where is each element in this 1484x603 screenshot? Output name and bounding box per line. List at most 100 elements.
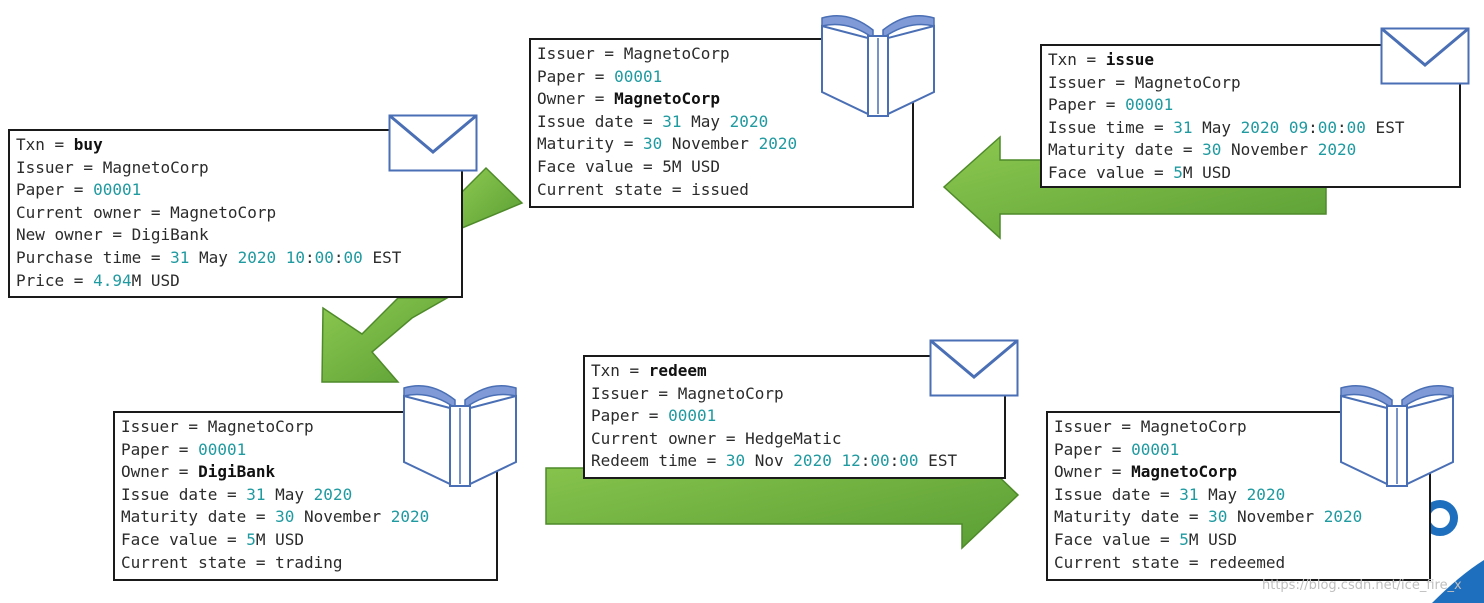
label-text: Issue time = xyxy=(1048,117,1174,137)
numeric-value: 5 xyxy=(1179,529,1189,549)
numeric-value: 2020 xyxy=(729,111,769,131)
label-text: EST xyxy=(918,451,958,471)
label-text: Issue date = xyxy=(537,111,663,131)
card-line: Issuer = MagnetoCorp xyxy=(591,383,998,406)
card-line: Paper = 00001 xyxy=(1048,94,1453,117)
numeric-value: 2020 xyxy=(758,134,798,154)
numeric-value: 2020 09 xyxy=(1240,117,1309,137)
card-line: Paper = 00001 xyxy=(1054,439,1423,462)
card-line: Maturity = 30 November 2020 xyxy=(537,133,906,156)
label-text: Issuer = MagnetoCorp xyxy=(16,157,209,177)
arrow-buy-out xyxy=(321,297,450,383)
label-text: Paper = xyxy=(591,406,669,426)
card-line: Face value = 5M USD xyxy=(537,156,906,179)
numeric-value: 00 xyxy=(870,451,890,471)
card-line: Current state = trading xyxy=(121,552,490,575)
book-icon xyxy=(1340,385,1454,487)
label-text: Txn = xyxy=(1048,50,1106,69)
bold-value: redeem xyxy=(648,361,707,380)
label-text: Current state = issued xyxy=(537,179,749,199)
card-line: Txn = issue xyxy=(1048,49,1453,72)
label-text: Paper = xyxy=(1054,439,1132,459)
numeric-value: 00 xyxy=(899,451,919,471)
numeric-value: 2020 xyxy=(1323,507,1363,527)
label-text: Current owner = HedgeMatic xyxy=(591,428,842,448)
numeric-value: 5 xyxy=(246,529,256,549)
label-text: Owner = xyxy=(537,89,615,109)
numeric-value: 00001 xyxy=(668,406,717,426)
card-line: Face value = 5M USD xyxy=(1054,529,1423,552)
card-line: Price = 4.94M USD xyxy=(16,270,455,293)
bold-value: issue xyxy=(1105,50,1154,69)
label-text: Maturity date = xyxy=(1054,507,1209,527)
card-line: Issuer = MagnetoCorp xyxy=(1048,72,1453,95)
numeric-value: 00001 xyxy=(93,180,142,200)
label-text: Current state = trading xyxy=(121,552,343,572)
label-text: Face value = xyxy=(1048,162,1174,182)
label-text: : xyxy=(1308,117,1318,137)
numeric-value: 30 xyxy=(725,451,746,471)
label-text: November xyxy=(294,507,391,527)
numeric-value: 00 xyxy=(343,247,363,267)
label-text: Price = xyxy=(16,270,94,290)
numeric-value: 31 xyxy=(1179,484,1199,504)
label-text: M USD xyxy=(1182,162,1232,182)
label-text: Issue date = xyxy=(121,484,247,504)
numeric-value: 00001 xyxy=(1125,95,1174,115)
label-text: November xyxy=(662,134,759,154)
card-line: Paper = 00001 xyxy=(591,405,998,428)
numeric-value: 30 xyxy=(642,134,663,154)
numeric-value: 30 xyxy=(1202,140,1222,160)
card-line: New owner = DigiBank xyxy=(16,224,455,247)
card-line: Maturity date = 30 November 2020 xyxy=(1054,506,1423,529)
card-line: Paper = 00001 xyxy=(537,66,906,89)
label-text: EST xyxy=(362,247,402,267)
label-text: M USD xyxy=(1188,529,1238,549)
card-line: Issue date = 31 May 2020 xyxy=(537,111,906,134)
label-text: : xyxy=(860,451,871,471)
label-text: Owner = xyxy=(1054,462,1132,482)
label-text: : xyxy=(305,247,315,267)
numeric-value: 31 xyxy=(246,484,266,504)
envelope-icon xyxy=(388,114,478,172)
bold-value: buy xyxy=(73,135,103,154)
book-icon xyxy=(403,385,517,487)
label-text: Face value = xyxy=(1054,529,1180,549)
numeric-value: 00 xyxy=(314,247,334,267)
label-text: Nov xyxy=(745,451,794,471)
arrow-buy-in xyxy=(461,166,524,230)
card-line: Issue date = 31 May 2020 xyxy=(121,484,490,507)
label-text: May xyxy=(1192,117,1241,137)
watermark-text: https://blog.csdn.net/ice_fire_x xyxy=(1262,578,1462,593)
label-text: : xyxy=(333,247,344,267)
label-text: Redeem time = xyxy=(591,451,726,471)
card-line: Issuer = MagnetoCorp xyxy=(537,43,906,66)
label-text: Paper = xyxy=(537,66,615,86)
card-line: Paper = 00001 xyxy=(121,439,490,462)
numeric-value: 2020 xyxy=(390,507,430,527)
label-text: Maturity date = xyxy=(1048,140,1203,160)
card-line: Maturity date = 30 November 2020 xyxy=(121,506,490,529)
label-text: May xyxy=(265,484,314,504)
card-line: Paper = 00001 xyxy=(16,179,455,202)
card-line: Owner = MagnetoCorp xyxy=(537,88,906,111)
label-text: May xyxy=(189,247,238,267)
label-text: EST xyxy=(1365,117,1405,137)
numeric-value: 31 xyxy=(170,247,190,267)
label-text: Current owner = MagnetoCorp xyxy=(16,202,277,222)
label-text: Face value = xyxy=(121,529,247,549)
card-line: Purchase time = 31 May 2020 10:00:00 EST xyxy=(16,247,455,270)
numeric-value: 2020 xyxy=(1246,484,1286,504)
numeric-value: 00001 xyxy=(198,439,247,459)
card-line: Face value = 5M USD xyxy=(121,529,490,552)
label-text: Owner = xyxy=(121,462,199,482)
label-text: Paper = xyxy=(1048,95,1126,115)
bold-value: DigiBank xyxy=(198,462,276,482)
label-text: May xyxy=(1198,484,1247,504)
label-text: Issuer = MagnetoCorp xyxy=(121,417,314,436)
numeric-value: 31 xyxy=(1173,117,1193,137)
card-line: Current state = issued xyxy=(537,179,906,202)
card-line: Txn = redeem xyxy=(591,360,998,383)
